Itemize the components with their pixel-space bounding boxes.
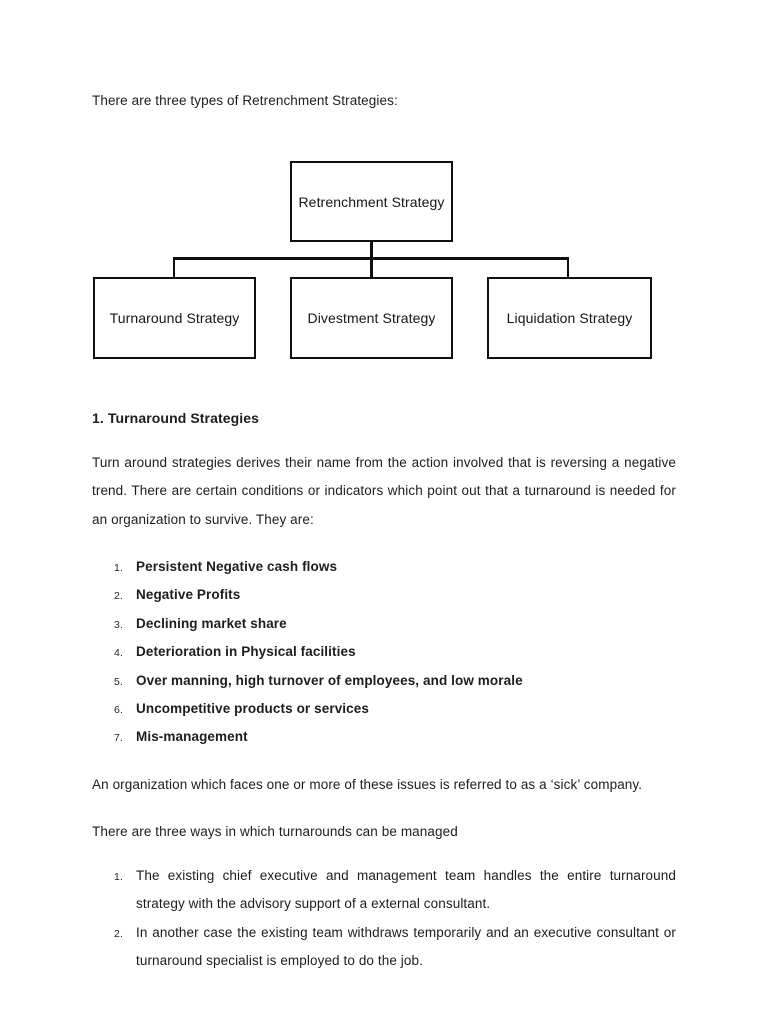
diagram-box-turnaround: Turnaround Strategy xyxy=(93,277,256,359)
list-text: Over manning, high turnover of employees… xyxy=(136,672,523,688)
connector-drop-left xyxy=(172,257,175,278)
diagram-box-root-label: Retrenchment Strategy xyxy=(298,193,445,210)
list-item: 2. Negative Profits xyxy=(114,581,523,609)
intro-line: There are three types of Retrenchment St… xyxy=(92,93,398,108)
list-item: 7. Mis-management xyxy=(114,723,523,751)
list-text: In another case the existing team withdr… xyxy=(136,924,676,969)
diagram-box-divestment: Divestment Strategy xyxy=(290,277,453,359)
sick-company-line: An organization which faces one or more … xyxy=(92,777,643,792)
list-item: 2. In another case the existing team wit… xyxy=(114,919,676,976)
ways-intro-line: There are three ways in which turnaround… xyxy=(92,824,458,839)
list-number: 4. xyxy=(114,647,124,660)
list-number: 2. xyxy=(114,927,124,940)
list-text: Uncompetitive products or services xyxy=(136,700,369,716)
diagram-box-divestment-label: Divestment Strategy xyxy=(307,310,436,326)
connector-drop-middle xyxy=(370,257,373,278)
diagram-box-turnaround-label: Turnaround Strategy xyxy=(109,310,240,326)
list-number: 2. xyxy=(114,590,124,603)
list-item: 6. Uncompetitive products or services xyxy=(114,695,523,723)
list-number: 3. xyxy=(114,618,124,631)
list-item: 3. Declining market share xyxy=(114,610,523,638)
turnaround-paragraph: Turn around strategies derives their nam… xyxy=(92,455,676,527)
list-text: Persistent Negative cash flows xyxy=(136,559,338,574)
list-text: Deterioration in Physical facilities xyxy=(136,644,356,660)
list-item: 1. The existing chief executive and mana… xyxy=(114,862,676,919)
diagram-box-liquidation: Liquidation Strategy xyxy=(487,277,652,359)
diagram-box-liquidation-label: Liquidation Strategy xyxy=(506,310,633,326)
list-number: 7. xyxy=(114,732,124,745)
section-heading: 1. Turnaround Strategies xyxy=(92,410,260,426)
ways-list: 1. The existing chief executive and mana… xyxy=(114,862,676,976)
list-item: 1. Persistent Negative cash flows xyxy=(114,553,523,581)
list-text: Mis-management xyxy=(136,729,248,745)
list-number: 5. xyxy=(114,675,124,688)
list-item: 4. Deterioration in Physical facilities xyxy=(114,638,523,666)
list-text: The existing chief executive and managem… xyxy=(136,868,676,912)
list-text: Negative Profits xyxy=(136,587,241,603)
list-number: 6. xyxy=(114,703,124,716)
list-number: 1. xyxy=(114,871,124,883)
connector-drop-right xyxy=(566,257,569,278)
list-number: 1. xyxy=(114,562,124,574)
connector-stem xyxy=(370,242,373,259)
list-item: 5. Over manning, high turnover of employ… xyxy=(114,667,523,695)
indicator-list: 1. Persistent Negative cash flows 2. Neg… xyxy=(114,553,523,752)
list-text: Declining market share xyxy=(136,615,287,631)
diagram-box-root: Retrenchment Strategy xyxy=(290,161,453,242)
